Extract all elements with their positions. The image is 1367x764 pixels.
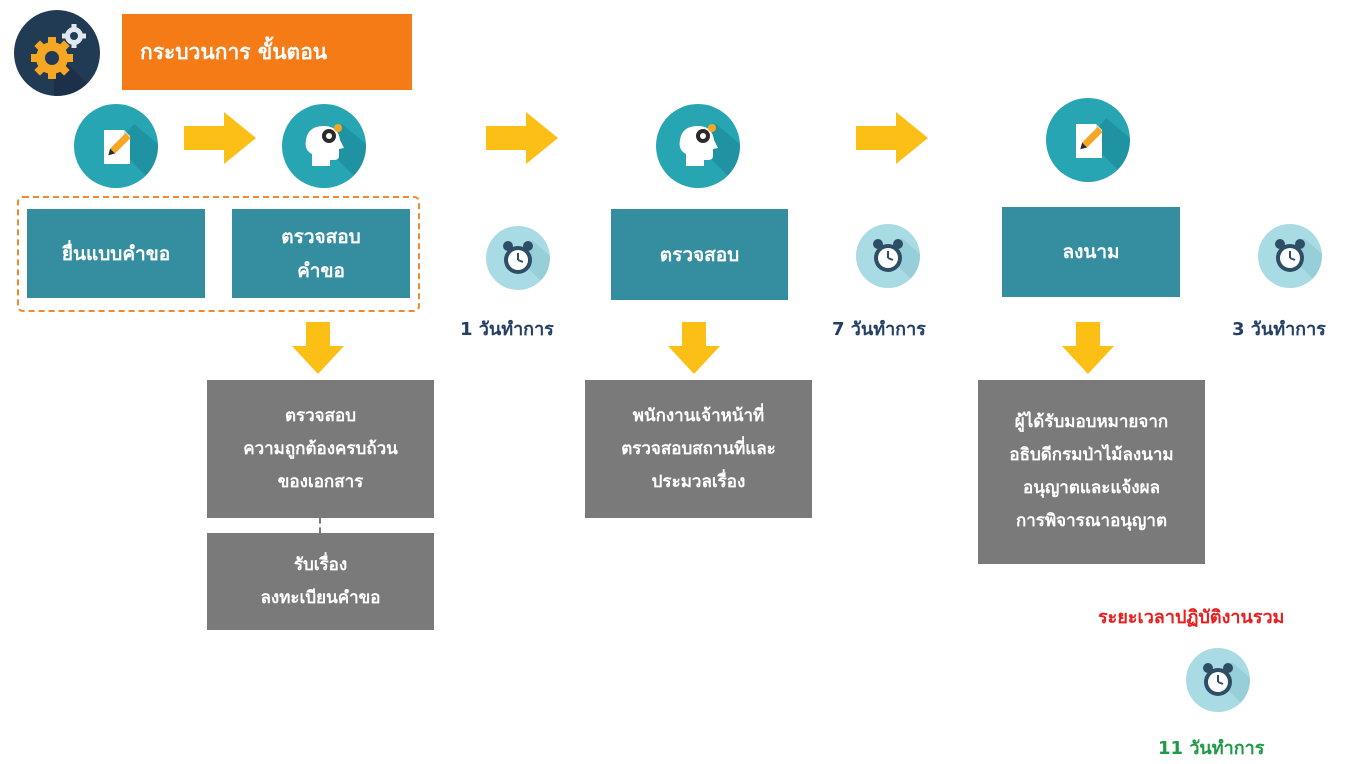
detail-text: พนักงานเจ้าหน้าที่ ตรวจสอบสถานที่และ ประ… bbox=[621, 405, 776, 492]
total-duration-label: ระยะเวลาปฏิบัติงานรวม bbox=[1098, 607, 1285, 628]
arrow-right-icon bbox=[486, 112, 558, 164]
step-label: ตรวจสอบ คำขอ bbox=[281, 225, 361, 282]
document-pen-icon bbox=[74, 104, 158, 188]
detail-box: ผู้ได้รับมอบหมายจาก อธิบดีกรมป่าไม้ลงนาม… bbox=[978, 380, 1205, 564]
detail-text: ผู้ได้รับมอบหมายจาก อธิบดีกรมป่าไม้ลงนาม… bbox=[1009, 412, 1174, 531]
arrow-down-icon bbox=[292, 322, 344, 374]
document-pen-icon bbox=[1046, 98, 1130, 182]
arrow-right-icon bbox=[184, 112, 256, 164]
step-label: ตรวจสอบ bbox=[659, 243, 740, 266]
arrow-down-icon bbox=[668, 322, 720, 374]
alarm-clock-icon bbox=[486, 226, 550, 290]
arrow-right-icon bbox=[856, 112, 928, 164]
head-gear-icon bbox=[282, 104, 366, 188]
step-box: ตรวจสอบ คำขอ bbox=[232, 209, 410, 298]
duration-label: 1 วันทำการ bbox=[460, 319, 554, 340]
detail-box: พนักงานเจ้าหน้าที่ ตรวจสอบสถานที่และ ประ… bbox=[585, 380, 812, 518]
total-duration-days: 11 วันทำการ bbox=[1158, 738, 1265, 759]
step-box: ลงนาม bbox=[1002, 207, 1180, 297]
step-box: ตรวจสอบ bbox=[611, 209, 788, 300]
detail-box: รับเรื่อง ลงทะเบียนคำขอ bbox=[207, 533, 434, 630]
alarm-clock-icon bbox=[1186, 648, 1250, 712]
detail-box: ตรวจสอบ ความถูกต้องครบถ้วน ของเอกสาร bbox=[207, 380, 434, 518]
detail-text: รับเรื่อง ลงทะเบียนคำขอ bbox=[260, 554, 381, 608]
alarm-clock-icon bbox=[856, 224, 920, 288]
step-box: ยื่นแบบคำขอ bbox=[27, 209, 205, 298]
page-title-text: กระบวนการ ขั้นตอน bbox=[140, 39, 328, 64]
alarm-clock-icon bbox=[1258, 224, 1322, 288]
connector-line bbox=[319, 518, 321, 533]
step-label: ลงนาม bbox=[1062, 241, 1120, 263]
step-label: ยื่นแบบคำขอ bbox=[61, 242, 171, 265]
initial-steps-group bbox=[17, 196, 420, 312]
gears-icon bbox=[14, 10, 100, 96]
head-gear-icon bbox=[656, 104, 740, 188]
detail-text: ตรวจสอบ ความถูกต้องครบถ้วน ของเอกสาร bbox=[243, 405, 398, 492]
arrow-down-icon bbox=[1062, 322, 1114, 374]
duration-label: 3 วันทำการ bbox=[1232, 319, 1326, 340]
duration-label: 7 วันทำการ bbox=[832, 319, 926, 340]
page-title: กระบวนการ ขั้นตอน bbox=[122, 14, 412, 90]
